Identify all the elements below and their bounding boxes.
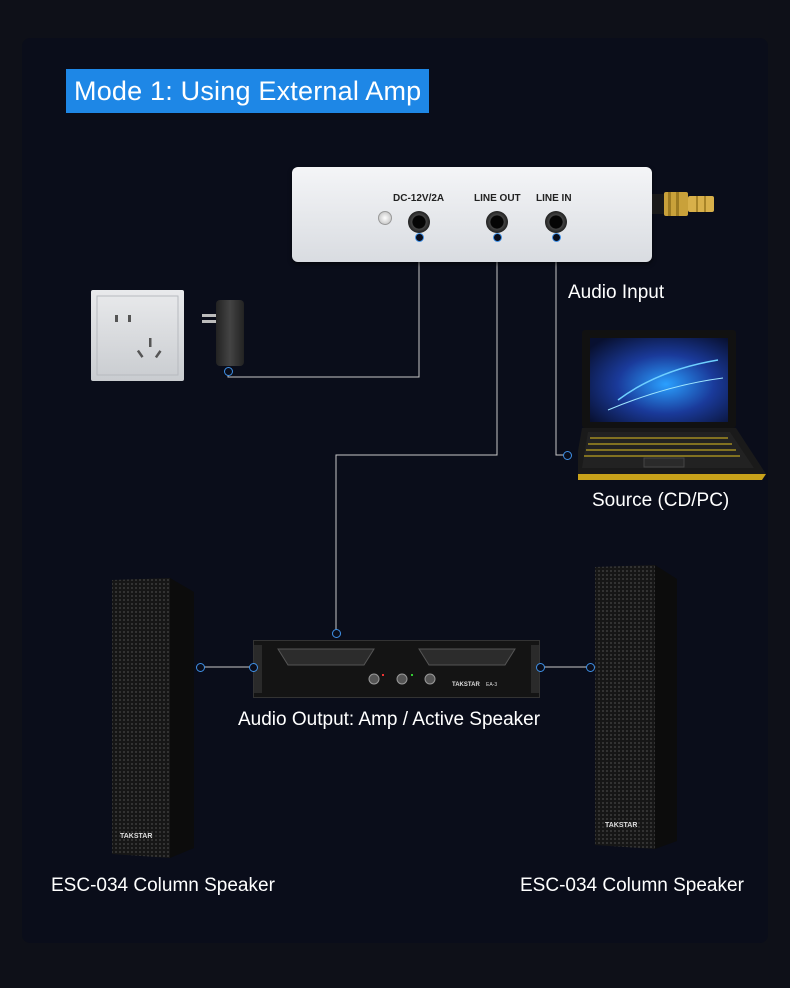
amp-input-connector-dot [332, 629, 341, 638]
line-out-port-label: LINE OUT [474, 193, 521, 204]
right-speaker-connector-dot [586, 663, 595, 672]
adapter-connector-dot [224, 367, 233, 376]
right-column-speaker: TAKSTAR [593, 565, 677, 849]
left-column-speaker: TAKSTAR [110, 578, 194, 858]
laptop-connector-dot [563, 451, 572, 460]
left-speaker-connector-dot [196, 663, 205, 672]
speaker-brand-left: TAKSTAR [120, 833, 152, 840]
line-out-connector-dot [493, 233, 502, 242]
line-in-port-label: LINE IN [536, 193, 572, 204]
line-in-wire [555, 237, 566, 456]
mode-title: Mode 1: Using External Amp [66, 69, 430, 113]
amp-model: EA-3 [486, 682, 497, 688]
speaker-brand-right: TAKSTAR [605, 822, 637, 829]
amp-left-out-connector-dot [249, 663, 258, 672]
line-in-jack [545, 211, 567, 233]
audio-output-label: Audio Output: Amp / Active Speaker [238, 709, 541, 730]
audio-input-label: Audio Input [568, 282, 665, 303]
dc-jack [408, 211, 430, 233]
line-in-connector-dot [552, 233, 561, 242]
line-out-jack [486, 211, 508, 233]
wall-socket-icon [91, 290, 184, 381]
power-adapter-icon [216, 300, 244, 366]
amp-right-out-connector-dot [536, 663, 545, 672]
power-led [378, 211, 392, 225]
antenna-connector-icon [652, 192, 714, 216]
amplifier: TAKSTAR EA-3 [253, 640, 540, 698]
adapter-prongs [202, 314, 216, 323]
source-label: Source (CD/PC) [592, 490, 730, 511]
dc-connector-dot [415, 233, 424, 242]
right-speaker-label: ESC-034 Column Speaker [520, 875, 744, 896]
dc-port-label: DC-12V/2A [393, 193, 445, 204]
line-out-wire [335, 237, 498, 633]
receiver-device: DC-12V/2A LINE OUT LINE IN [292, 167, 652, 262]
amp-brand: TAKSTAR [452, 682, 480, 688]
left-speaker-label: ESC-034 Column Speaker [51, 875, 275, 896]
laptop-icon [578, 330, 766, 480]
